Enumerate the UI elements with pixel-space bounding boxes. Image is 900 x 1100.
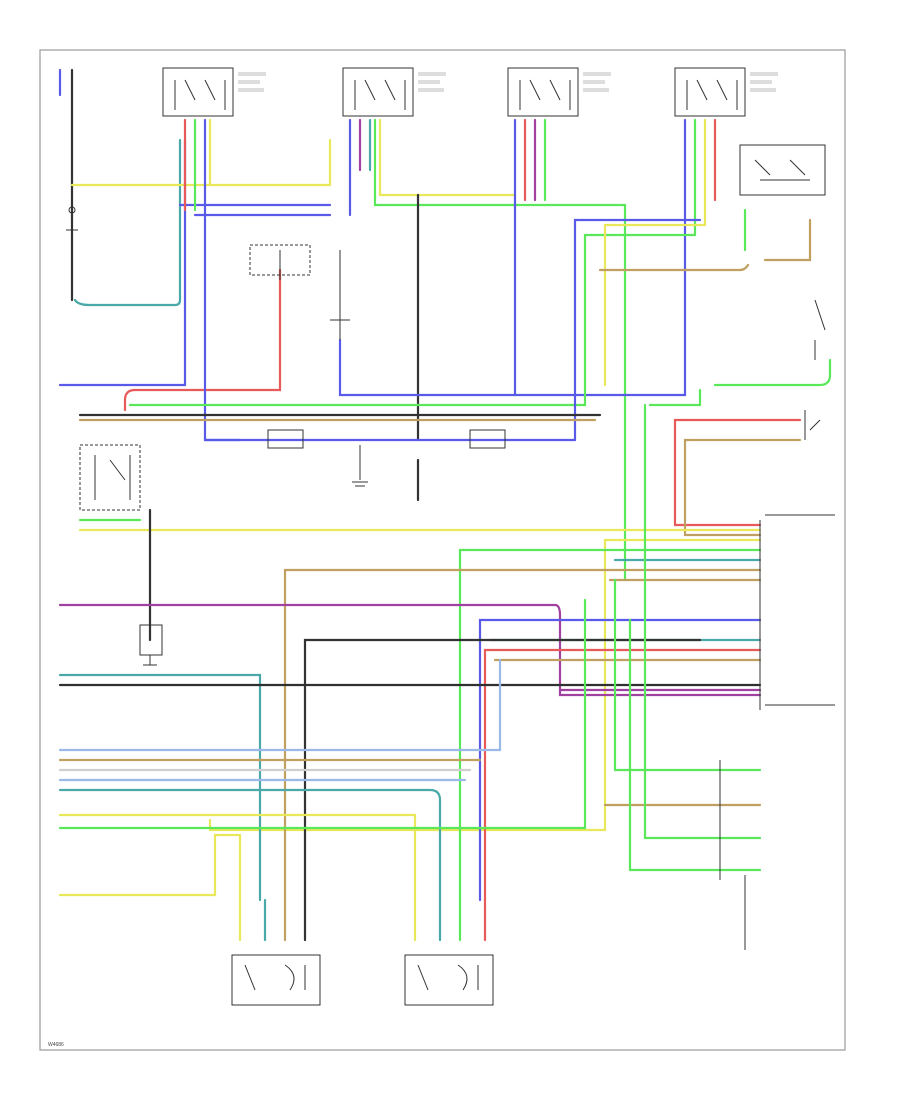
wire [338,118,687,397]
wire [58,138,187,387]
wire [683,438,762,537]
bottom-connector-left [231,954,321,1006]
right-relay-box [739,144,826,196]
wire [478,618,762,902]
wire [763,218,812,262]
wire [458,548,762,902]
wire [648,388,702,407]
top-switch-d [674,67,778,117]
footer-code: W4686 [48,1042,64,1048]
wire [73,138,182,307]
wire [208,538,762,832]
bottom-connector-right [404,954,494,1006]
wire [378,118,517,197]
wire [713,358,832,387]
wire [58,598,587,830]
right-divider-lines [765,514,835,706]
wire [58,813,417,902]
right-switch [804,299,826,440]
top-switch-b [342,67,446,117]
wire [58,658,502,752]
mid-ground-symbol [352,445,368,487]
wire [303,638,702,902]
wire [603,118,707,387]
wire [373,118,627,582]
wire [58,603,762,692]
wire [483,648,762,902]
diagram-border [39,49,846,1051]
top-switch-c [507,67,611,117]
wire [58,833,242,902]
wire [123,268,282,412]
wires [58,68,832,950]
wire [70,138,332,187]
right-connector-pins [719,520,761,880]
wire [598,263,750,272]
top-switch-a [162,67,266,117]
wire [58,673,262,902]
wire [128,118,697,407]
left-fuse-column [66,200,78,260]
wire [558,688,762,697]
wire [673,418,762,527]
mid-fuse-column [249,244,350,340]
wire [573,218,702,442]
left-ground-symbol [139,624,163,666]
mid-resistor-1 [267,429,304,449]
left-relay [79,444,141,511]
mid-resistor-2 [469,429,506,449]
wire [58,788,442,902]
